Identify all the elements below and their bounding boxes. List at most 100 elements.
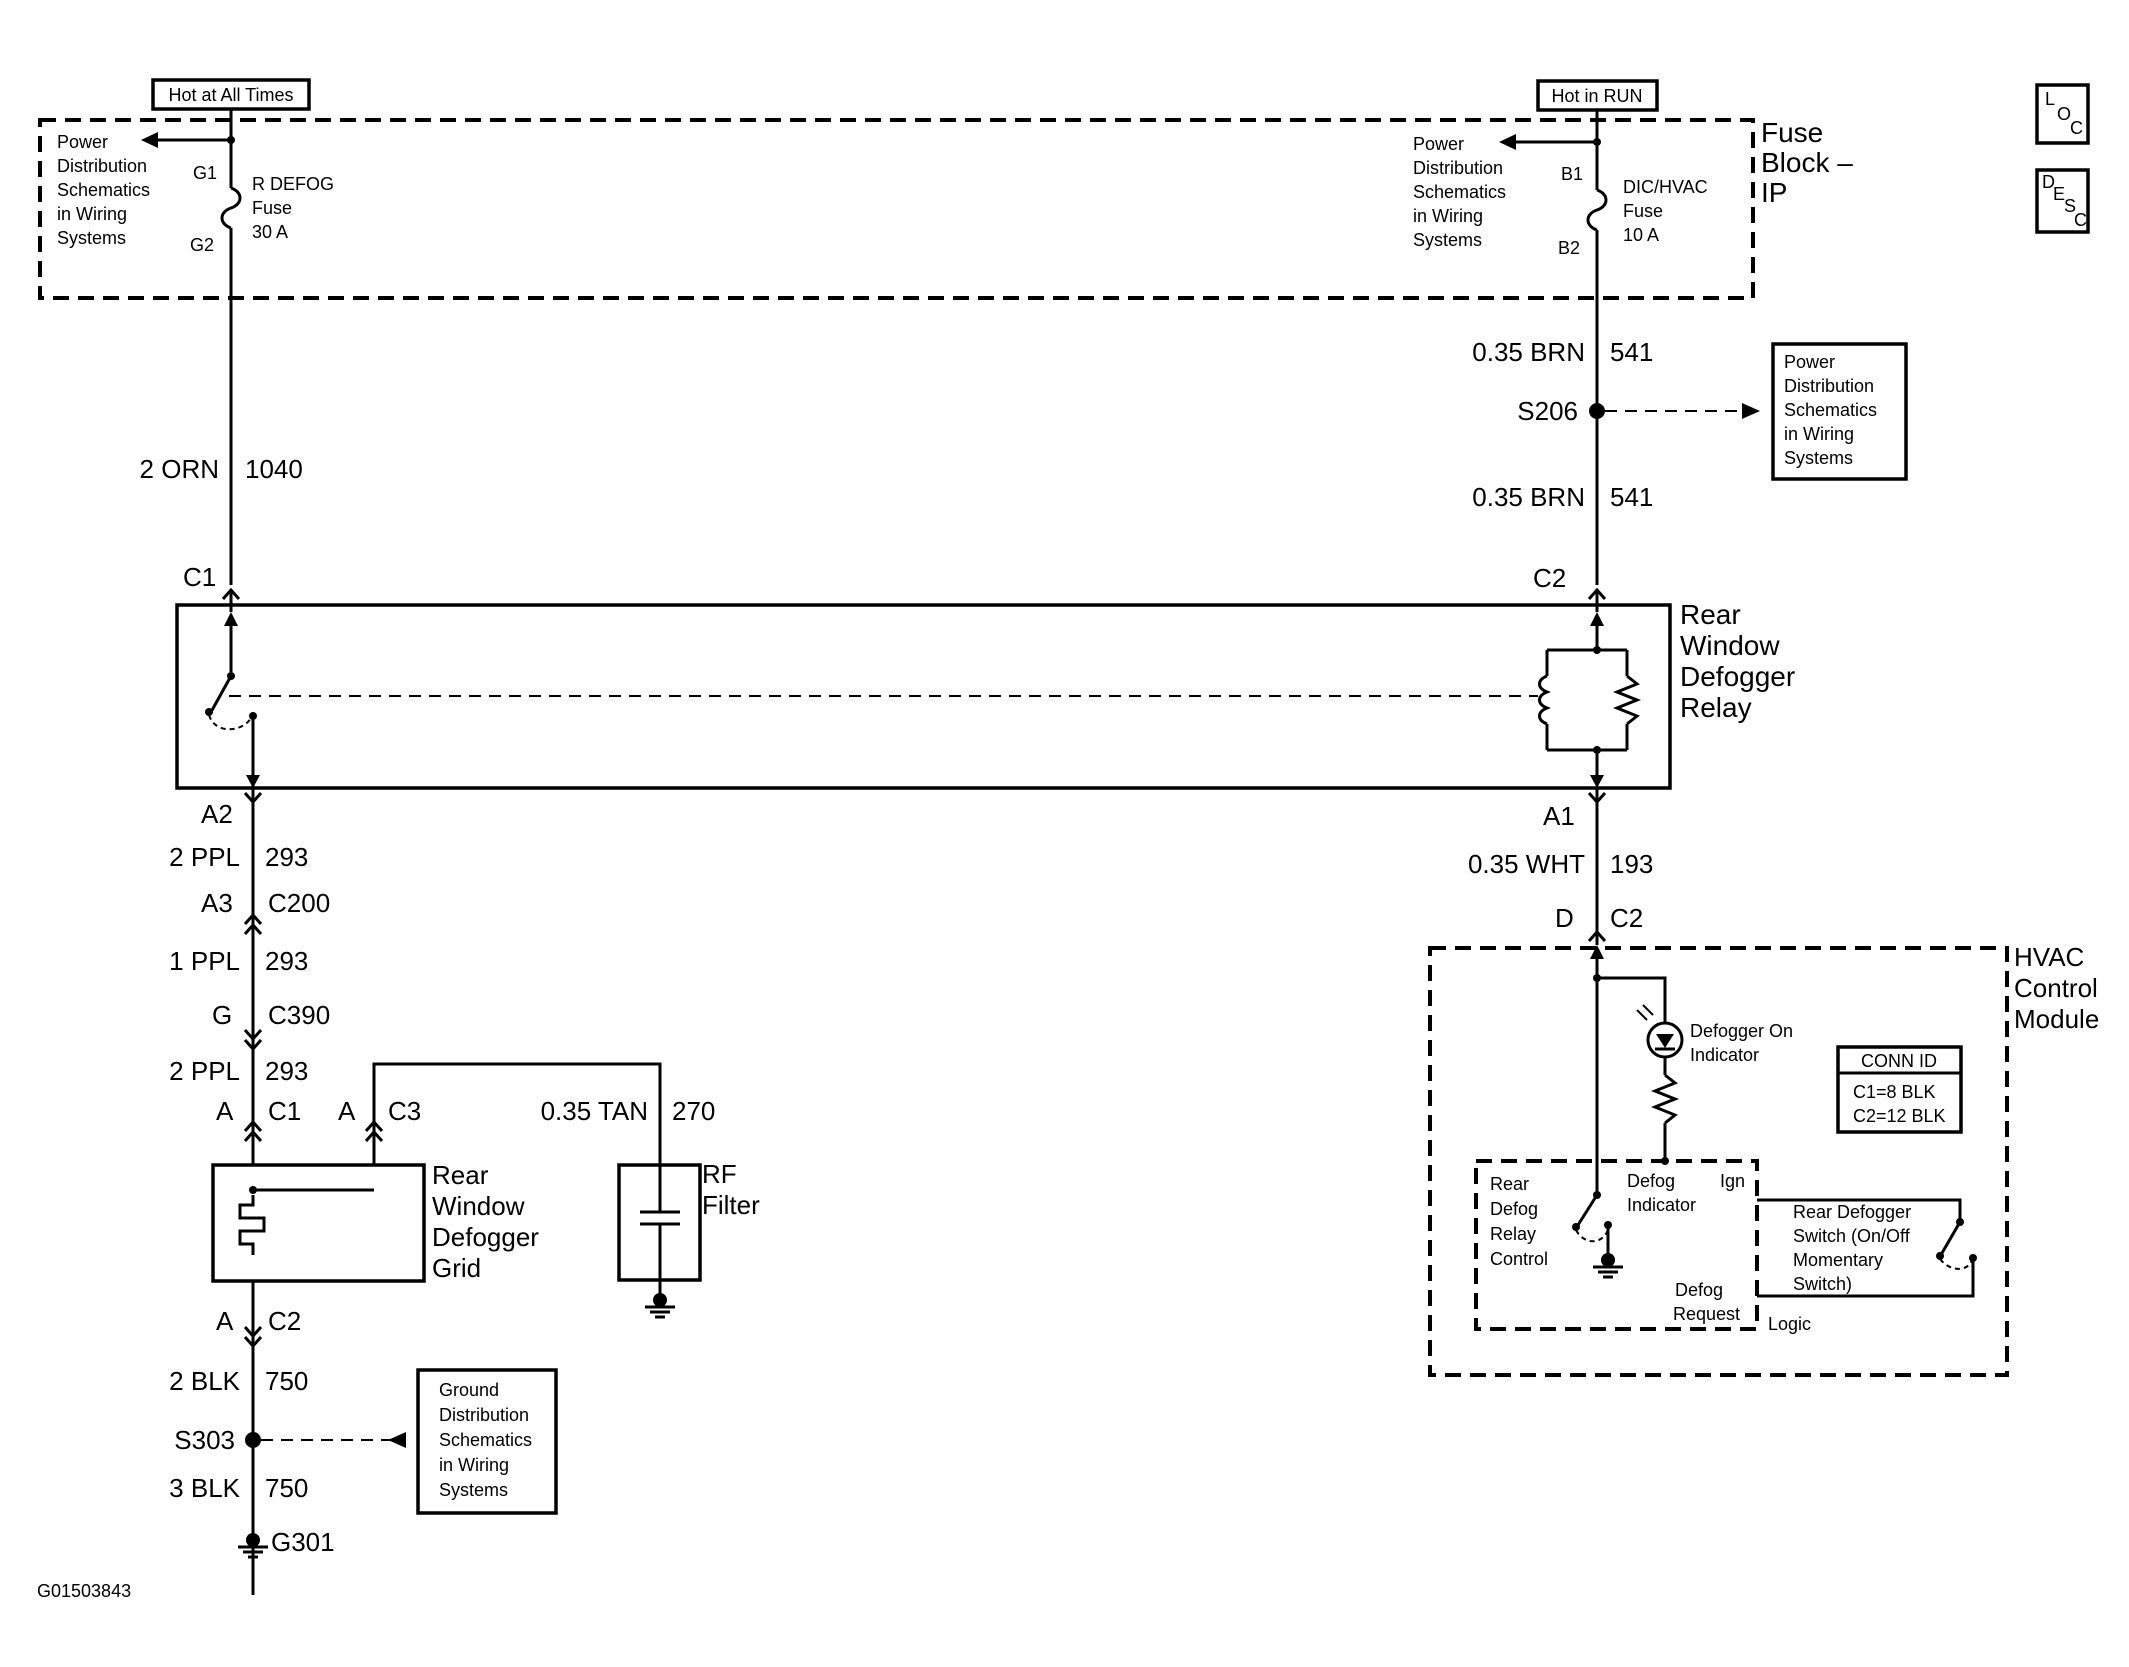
relay-control-ground-icon bbox=[1593, 1253, 1623, 1279]
svg-text:D: D bbox=[2042, 172, 2055, 192]
wire-270-circuit: 270 bbox=[672, 1096, 715, 1126]
relay-a1-label: A1 bbox=[1543, 801, 1575, 831]
relay-c2-label: C2 bbox=[1533, 563, 1566, 593]
relay-control-label: Rear Defog Relay Control bbox=[1490, 1174, 1548, 1269]
relay-arrow-icon bbox=[224, 612, 238, 626]
splice-s206-label: S206 bbox=[1517, 396, 1578, 426]
conn-id-row-1: C1=8 BLK bbox=[1853, 1082, 1936, 1102]
right-fuse-label: DIC/HVAC Fuse 10 A bbox=[1623, 177, 1713, 245]
wire-541-lower-size-color: 0.35 BRN bbox=[1472, 482, 1585, 512]
figure-id: G01503843 bbox=[37, 1581, 131, 1601]
splice-s303 bbox=[245, 1432, 261, 1448]
defogger-on-indicator-icon bbox=[1636, 1004, 1684, 1059]
svg-text:L: L bbox=[2045, 89, 2055, 109]
grid-c2-pin-label: A bbox=[216, 1306, 234, 1336]
wire-541-lower-circuit: 541 bbox=[1610, 482, 1653, 512]
hvac-d-pin-label: D bbox=[1555, 903, 1574, 933]
wire-541-upper-circuit: 541 bbox=[1610, 337, 1653, 367]
defog-request-label: Defog Request bbox=[1673, 1280, 1740, 1324]
indicator-resistor-icon bbox=[1650, 1073, 1680, 1125]
rf-filter-title: RF Filter bbox=[702, 1159, 760, 1220]
hot-in-run-label: Hot in RUN bbox=[1551, 86, 1642, 106]
relay-a2-label: A2 bbox=[201, 799, 233, 829]
wire-293-b-size-color: 1 PPL bbox=[169, 946, 240, 976]
grid-c3-pin-label: A bbox=[338, 1096, 356, 1126]
left-pd-arrow-icon bbox=[141, 132, 158, 148]
ground-distribution-ref-box[interactable] bbox=[416, 1368, 558, 1515]
wire-193-size-color: 0.35 WHT bbox=[1468, 849, 1585, 879]
hot-at-all-times-label: Hot at All Times bbox=[168, 85, 293, 105]
svg-text:C: C bbox=[2070, 118, 2083, 138]
grid-c3-label: C3 bbox=[388, 1096, 421, 1126]
logic-label: Logic bbox=[1768, 1314, 1811, 1334]
right-fuse-bottom-pin: B2 bbox=[1558, 238, 1580, 258]
connector-g-label: G bbox=[212, 1000, 232, 1030]
conn-id-box bbox=[1836, 1045, 1963, 1134]
grid-title: Rear Window Defogger Grid bbox=[432, 1160, 546, 1283]
rear-window-defogger-grid bbox=[211, 1163, 426, 1283]
wire-193-circuit: 193 bbox=[1610, 849, 1653, 879]
defogger-on-indicator-label: Defogger On Indicator bbox=[1690, 1021, 1798, 1065]
grid-c1-label: C1 bbox=[268, 1096, 301, 1126]
ground-g301-label: G301 bbox=[271, 1527, 335, 1557]
connector-c200-label: C200 bbox=[268, 888, 330, 918]
grid-c1-pin-label: A bbox=[216, 1096, 234, 1126]
left-fuse-top-pin: G1 bbox=[193, 163, 217, 183]
wire-750-a-size-color: 2 BLK bbox=[169, 1366, 240, 1396]
grid-element-icon bbox=[238, 1195, 266, 1255]
c390-connector-icon bbox=[243, 1029, 263, 1052]
desc-icon[interactable]: D E S C bbox=[2035, 168, 2090, 234]
ground-distribution-ref-text: Ground Distribution Schematics in Wiring… bbox=[439, 1380, 537, 1500]
rear-window-defogger-relay bbox=[175, 603, 1672, 790]
c200-connector-icon bbox=[243, 912, 263, 935]
power-distribution-ref-text: Power Distribution Schematics in Wiring … bbox=[1784, 352, 1882, 468]
relay-title: Rear Window Defogger Relay bbox=[1680, 599, 1803, 723]
conn-id-title: CONN ID bbox=[1861, 1051, 1937, 1071]
splice-s303-label: S303 bbox=[174, 1425, 235, 1455]
right-power-distribution-note: Power Distribution Schematics in Wiring … bbox=[1413, 134, 1511, 250]
conn-id-row-2: C2=12 BLK bbox=[1853, 1106, 1946, 1126]
defog-indicator-label: Defog Indicator bbox=[1627, 1171, 1696, 1215]
hvac-c2-label: C2 bbox=[1610, 903, 1643, 933]
wire-293-c-circuit: 293 bbox=[265, 1056, 308, 1086]
svg-text:S: S bbox=[2064, 196, 2076, 216]
s303-arrow-icon bbox=[388, 1432, 406, 1448]
wire-750-a-circuit: 750 bbox=[265, 1366, 308, 1396]
connector-a3-label: A3 bbox=[201, 888, 233, 918]
ign-label: Ign bbox=[1720, 1171, 1745, 1191]
relay-c1-label: C1 bbox=[183, 562, 216, 592]
rf-filter-ground-icon bbox=[645, 1293, 675, 1319]
ground-g301-icon bbox=[238, 1533, 268, 1559]
wire-1040-circuit: 1040 bbox=[245, 454, 303, 484]
rear-defogger-switch-label: Rear Defogger Switch (On/Off Momentary S… bbox=[1793, 1202, 1916, 1294]
wire-293-a-circuit: 293 bbox=[265, 842, 308, 872]
r-defog-fuse bbox=[220, 120, 242, 585]
grid-c1-connector-icon bbox=[243, 1119, 263, 1142]
hvac-control-module bbox=[1428, 946, 2009, 1377]
right-fuse-top-pin: B1 bbox=[1561, 164, 1583, 184]
wire-1040-size-color: 2 ORN bbox=[140, 454, 219, 484]
s206-arrow-icon bbox=[1742, 403, 1760, 419]
power-distribution-ref-box[interactable] bbox=[1771, 342, 1908, 481]
grid-c2-connector-icon bbox=[243, 1326, 263, 1349]
loc-icon[interactable]: L O C bbox=[2035, 83, 2090, 145]
svg-text:C: C bbox=[2074, 210, 2087, 230]
splice-s206 bbox=[1589, 403, 1605, 419]
fuse-block-title: Fuse Block – IP bbox=[1761, 117, 1861, 208]
left-fuse-bottom-pin: G2 bbox=[190, 235, 214, 255]
wire-293-b-circuit: 293 bbox=[265, 946, 308, 976]
hvac-c2-connector-icon bbox=[1587, 929, 1607, 942]
svg-text:O: O bbox=[2057, 104, 2071, 124]
relay-coil bbox=[1538, 648, 1642, 752]
hvac-title: HVAC Control Module bbox=[2014, 942, 2105, 1034]
hot-at-all-times-box bbox=[151, 78, 311, 111]
wire-750-b-size-color: 3 BLK bbox=[169, 1473, 240, 1503]
wire-541-upper-size-color: 0.35 BRN bbox=[1472, 337, 1585, 367]
wire-293-c-size-color: 2 PPL bbox=[169, 1056, 240, 1086]
left-power-distribution-note: Power Distribution Schematics in Wiring … bbox=[57, 132, 155, 248]
hvac-logic-block bbox=[1474, 1159, 1759, 1331]
wire-750-b-circuit: 750 bbox=[265, 1473, 308, 1503]
right-pd-arrow-icon bbox=[1499, 134, 1516, 150]
grid-c2-label: C2 bbox=[268, 1306, 301, 1336]
wire-293-a-size-color: 2 PPL bbox=[169, 842, 240, 872]
